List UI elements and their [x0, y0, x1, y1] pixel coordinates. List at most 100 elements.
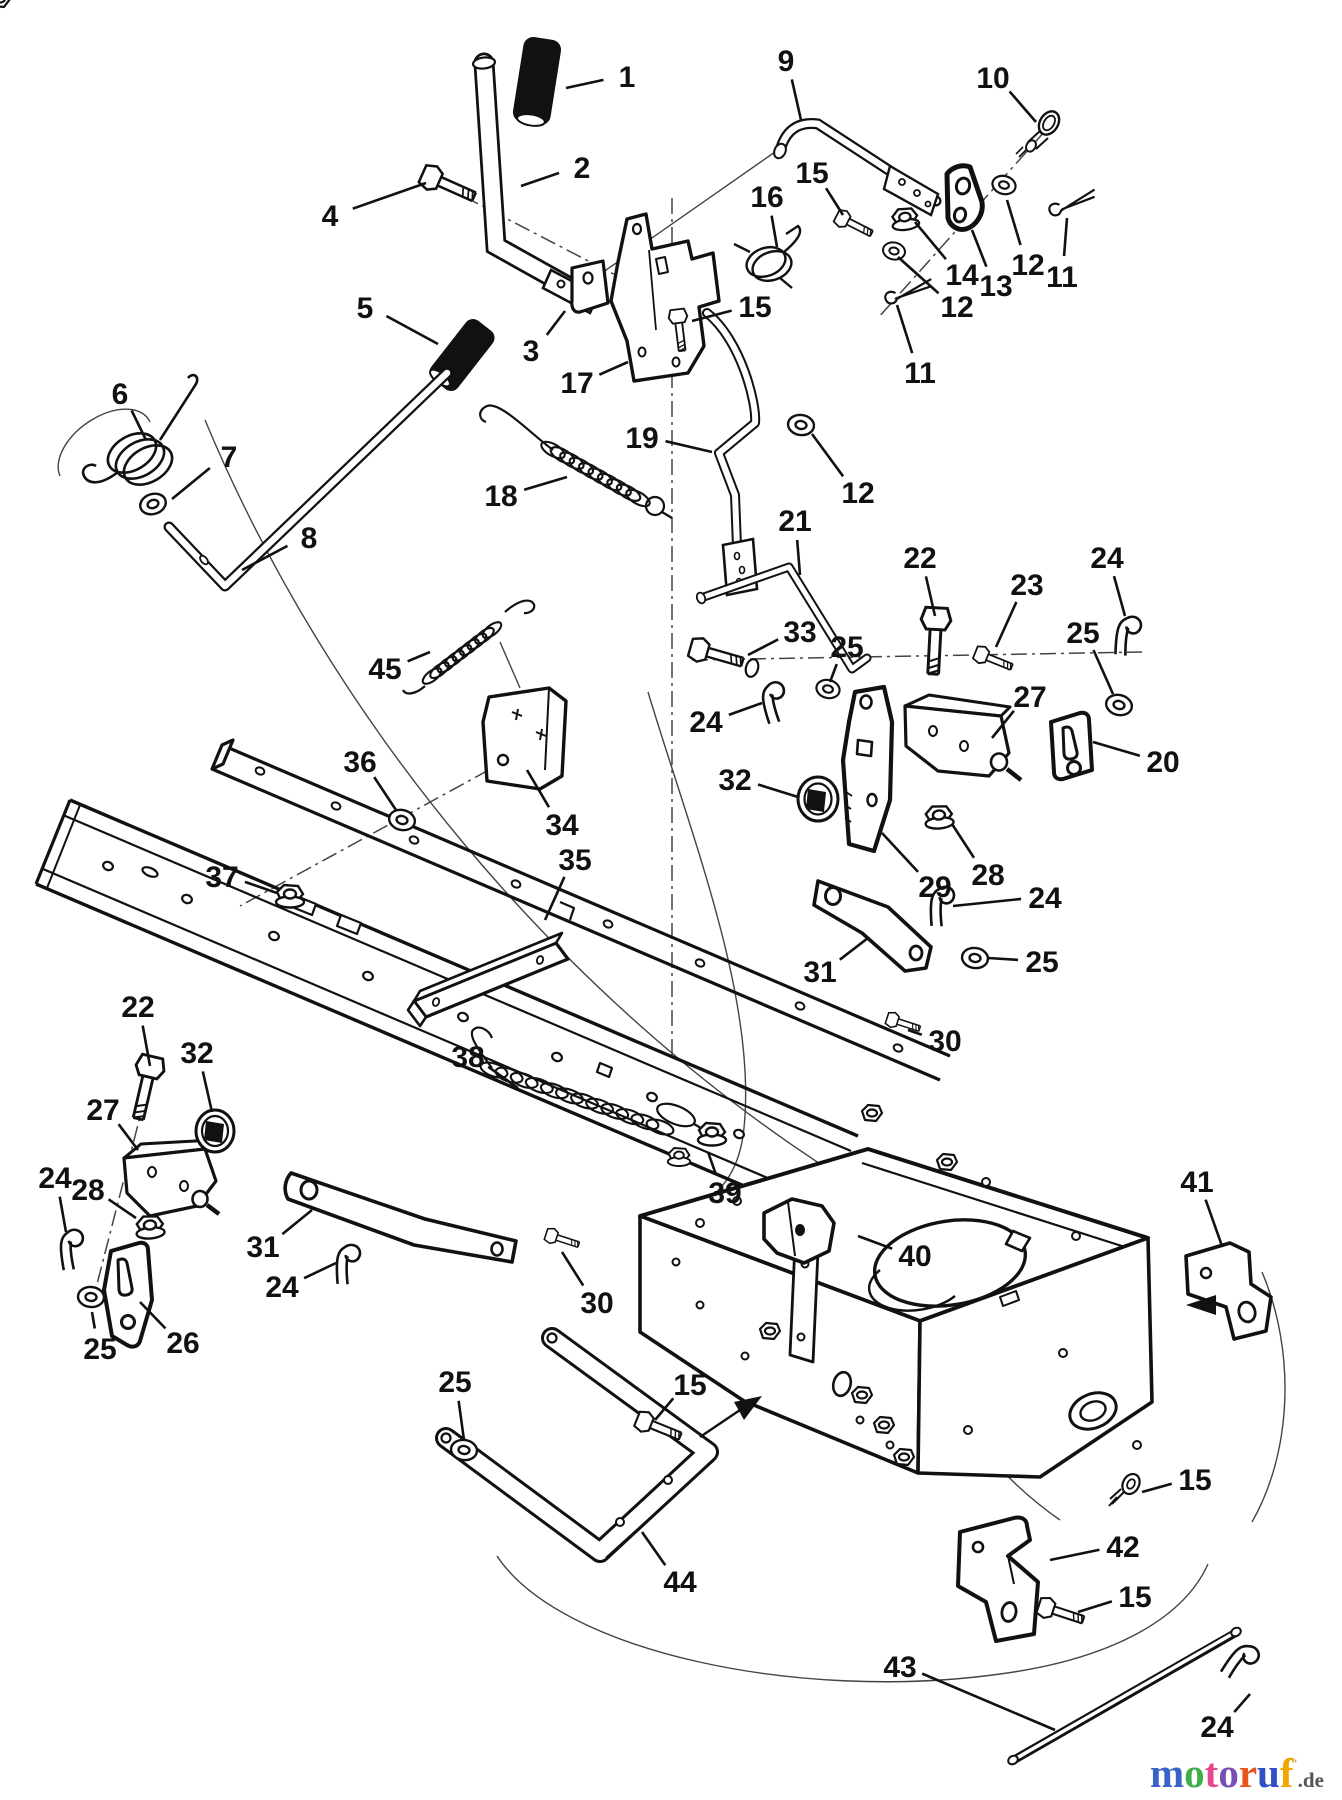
callout-11: 11: [1046, 217, 1078, 294]
callout-label-25: 25: [83, 1333, 116, 1366]
callout-label-43: 43: [883, 1651, 916, 1684]
washer-12: [880, 239, 908, 263]
callout-label-19: 19: [625, 422, 658, 455]
cross-tube-35: [406, 931, 570, 1028]
tapping-screw-15: [1108, 1472, 1141, 1507]
callout-label-25: 25: [1025, 946, 1058, 979]
callout-label-15: 15: [1178, 1464, 1211, 1497]
nut-28: [133, 1213, 167, 1241]
callout-label-41: 41: [1180, 1166, 1213, 1199]
pivot-bracket-27-right: [903, 693, 1023, 782]
callout-8: 8: [241, 522, 317, 572]
callout-label-36: 36: [343, 746, 376, 779]
callout-25: 25: [438, 1366, 472, 1441]
callout-label-23: 23: [1010, 569, 1043, 602]
frame-rail-main: [34, 798, 859, 1222]
callout-label-15: 15: [673, 1369, 706, 1402]
hardware: [58, 160, 1264, 1687]
torsion-spring-16: [733, 224, 802, 289]
callout-39: 39: [706, 1151, 742, 1210]
callout-label-24: 24: [1200, 1711, 1234, 1744]
arm-31-right: [812, 879, 933, 973]
rear-front-face: [638, 1214, 922, 1475]
clamp-bracket: [762, 1197, 836, 1265]
bushing-32-left: [194, 1108, 236, 1154]
callout-25: 25: [83, 1311, 117, 1366]
callout-28: 28: [71, 1174, 137, 1220]
callout-label-15: 15: [795, 157, 828, 190]
callout-label-42: 42: [1106, 1531, 1139, 1564]
callout-26: 26: [139, 1301, 200, 1360]
stud-30: [542, 1225, 582, 1253]
callout-label-2: 2: [574, 152, 591, 185]
callout-label-30: 30: [928, 1025, 961, 1058]
callout-label-39: 39: [708, 1177, 741, 1210]
callout-label-25: 25: [438, 1366, 471, 1399]
callout-25: 25: [987, 946, 1059, 979]
callout-28: 28: [950, 823, 1005, 892]
callout-label-31: 31: [246, 1231, 279, 1264]
callout-label-24: 24: [1028, 882, 1062, 915]
motoruf-logo[interactable]: motoruf'.de: [1150, 1750, 1324, 1796]
nut-28: [922, 803, 956, 831]
bolt-33: [685, 634, 760, 678]
callout-label-24: 24: [265, 1271, 299, 1304]
callout-24: 24: [952, 882, 1062, 915]
callout-45: 45: [368, 650, 431, 686]
spring-18-hook: [479, 404, 554, 451]
plates-and-brackets: [102, 110, 1273, 1643]
nut-39: [696, 1121, 728, 1147]
callout-label-26: 26: [166, 1327, 199, 1360]
callout-17: 17: [560, 360, 629, 400]
callout-9: 9: [778, 45, 803, 121]
callout-label-15: 15: [738, 291, 771, 324]
callout-29: 29: [881, 832, 952, 904]
callout-25: 25: [828, 631, 864, 683]
callout-label-24: 24: [1090, 542, 1124, 575]
callout-11: 11: [895, 304, 936, 390]
callout-label-7: 7: [221, 441, 238, 474]
pivot-bracket-27-left: [122, 1138, 221, 1218]
callout-15: 15: [1141, 1464, 1212, 1497]
callout-24: 24: [1200, 1693, 1251, 1744]
hairpin-24: [58, 1227, 87, 1272]
callout-27: 27: [990, 681, 1047, 739]
callout-label-1: 1: [619, 61, 636, 94]
callout-2: 2: [520, 152, 591, 188]
callout-37: 37: [205, 861, 278, 895]
washer-36: [385, 805, 419, 835]
callout-24: 24: [689, 701, 763, 739]
bracket-42: [956, 1515, 1040, 1643]
callout-label-11: 11: [1046, 261, 1078, 294]
washer-25: [448, 1437, 480, 1463]
callout-6: 6: [112, 378, 148, 441]
callout-label-37: 37: [205, 861, 238, 894]
callout-label-34: 34: [545, 809, 579, 842]
bolt-15: [831, 207, 877, 243]
bracket-41: [1184, 1241, 1273, 1341]
callout-33: 33: [747, 616, 817, 657]
callout-label-21: 21: [778, 505, 811, 538]
link-20: [1049, 710, 1094, 782]
callout-label-28: 28: [971, 859, 1004, 892]
grip-1: [512, 36, 562, 127]
callout-30: 30: [560, 1251, 614, 1320]
callout-label-12: 12: [841, 477, 874, 510]
callout-label-12: 12: [1011, 249, 1044, 282]
shoulder-bolt-10: [1015, 110, 1061, 158]
callout-27: 27: [86, 1094, 140, 1151]
callout-10: 10: [976, 62, 1037, 123]
callout-22: 22: [121, 991, 155, 1067]
callout-1: 1: [565, 61, 636, 94]
callout-30: 30: [907, 1025, 962, 1058]
callout-label-30: 30: [580, 1287, 613, 1320]
spring-38-hook: [470, 1026, 494, 1069]
callout-32: 32: [180, 1037, 214, 1113]
callout-22: 22: [903, 542, 937, 617]
callout-23: 23: [994, 569, 1044, 648]
callout-24: 24: [38, 1162, 72, 1233]
bolt-22: [916, 605, 953, 677]
callout-19: 19: [625, 422, 713, 455]
rear-frame-box: [0, 0, 1154, 1479]
